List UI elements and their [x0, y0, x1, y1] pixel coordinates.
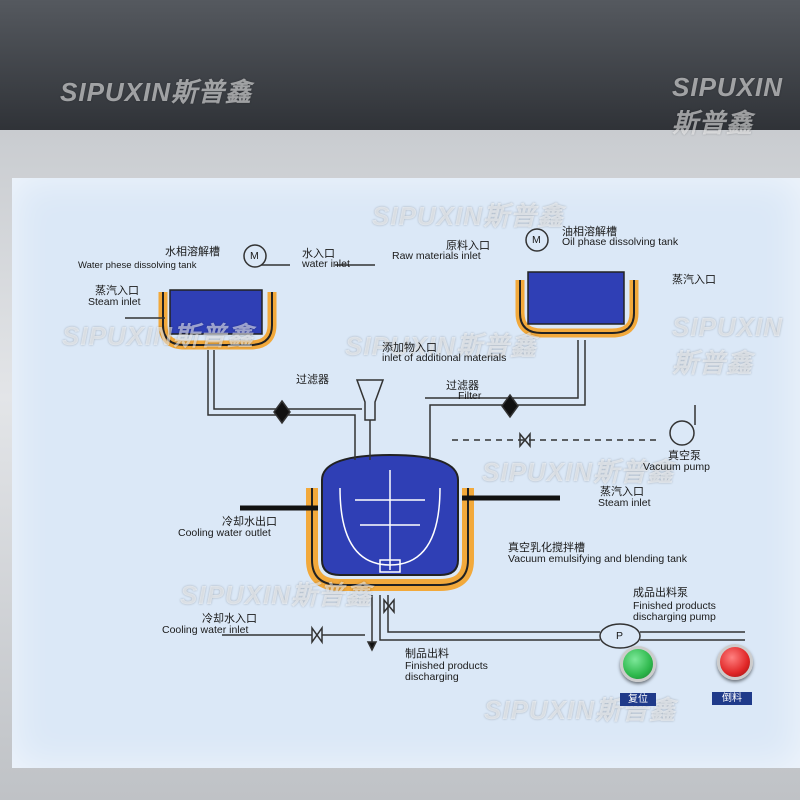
cooling-outlet-label-cn: 冷却水出口: [222, 515, 277, 528]
reset-button[interactable]: [620, 646, 656, 682]
filter-right-symbol: [501, 393, 519, 419]
cooling-outlet-label-en: Cooling water outlet: [178, 527, 271, 539]
steam-right-label-cn: 蒸汽入口: [672, 273, 716, 286]
pour-button-label: 倒料: [712, 692, 752, 705]
cooling-inlet-label-en: Cooling water inlet: [162, 624, 249, 636]
water-tank-label-en: Water phese dissolving tank: [78, 260, 197, 271]
main-tank-label-cn: 真空乳化搅拌槽: [508, 541, 585, 554]
oil-tank: [527, 271, 625, 325]
discharge-label-cn: 制品出料: [405, 647, 449, 660]
vacuum-pump-symbol: [669, 420, 695, 446]
steam-main-label-en: Steam inlet: [598, 497, 651, 509]
reset-button-label: 复位: [620, 693, 656, 706]
pump-label-en-1: Finished products: [633, 600, 716, 612]
filter-left-symbol: [273, 399, 291, 425]
vacuum-pump-label-cn: 真空泵: [668, 449, 701, 462]
additional-label-en: inlet of additional materials: [382, 352, 507, 364]
discharge-label-en-1: Finished products: [405, 660, 488, 672]
raw-inlet-label-cn: 原料入口: [446, 239, 490, 252]
water-motor-letter: M: [250, 250, 259, 262]
discharge-pump-symbol: [599, 623, 641, 649]
water-motor-symbol: [243, 244, 267, 268]
filter-right-label-en: Filter: [458, 390, 482, 402]
pump-label-en-2: discharging pump: [633, 611, 716, 623]
cooling-inlet-label-cn: 冷却水入口: [202, 612, 257, 625]
pour-button[interactable]: [717, 644, 753, 680]
pump-letter: P: [616, 630, 624, 642]
additional-label-cn: 添加物入口: [382, 341, 437, 354]
water-inlet-label-en: water inlet: [302, 258, 350, 270]
steam-left-label-en: Steam inlet: [88, 296, 141, 308]
oil-motor-letter: M: [532, 234, 541, 246]
oil-tank-label-cn: 油相溶解槽: [562, 225, 617, 238]
pump-label-cn: 成品出料泵: [633, 586, 688, 599]
additive-funnel: [355, 379, 385, 421]
oil-motor-symbol: [525, 228, 549, 252]
water-inlet-label-cn: 水入口: [302, 247, 335, 260]
steam-left-label-cn: 蒸汽入口: [95, 284, 139, 297]
water-tank: [169, 289, 263, 335]
discharge-label-en-2: discharging: [405, 671, 459, 683]
water-tank-label-cn: 水相溶解槽: [165, 245, 220, 258]
main-tank-label-en: Vacuum emulsifying and blending tank: [508, 553, 687, 565]
vacuum-pump-label-en: Vacuum pump: [643, 461, 710, 473]
filter-left-label-cn: 过滤器: [296, 373, 329, 386]
machine-top-housing: [0, 0, 800, 135]
filter-right-label-cn: 过滤器: [446, 379, 479, 392]
raw-inlet-label-en: Raw materials inlet: [392, 250, 481, 262]
steam-main-label-cn: 蒸汽入口: [600, 485, 644, 498]
oil-tank-label-en: Oil phase dissolving tank: [562, 236, 679, 248]
